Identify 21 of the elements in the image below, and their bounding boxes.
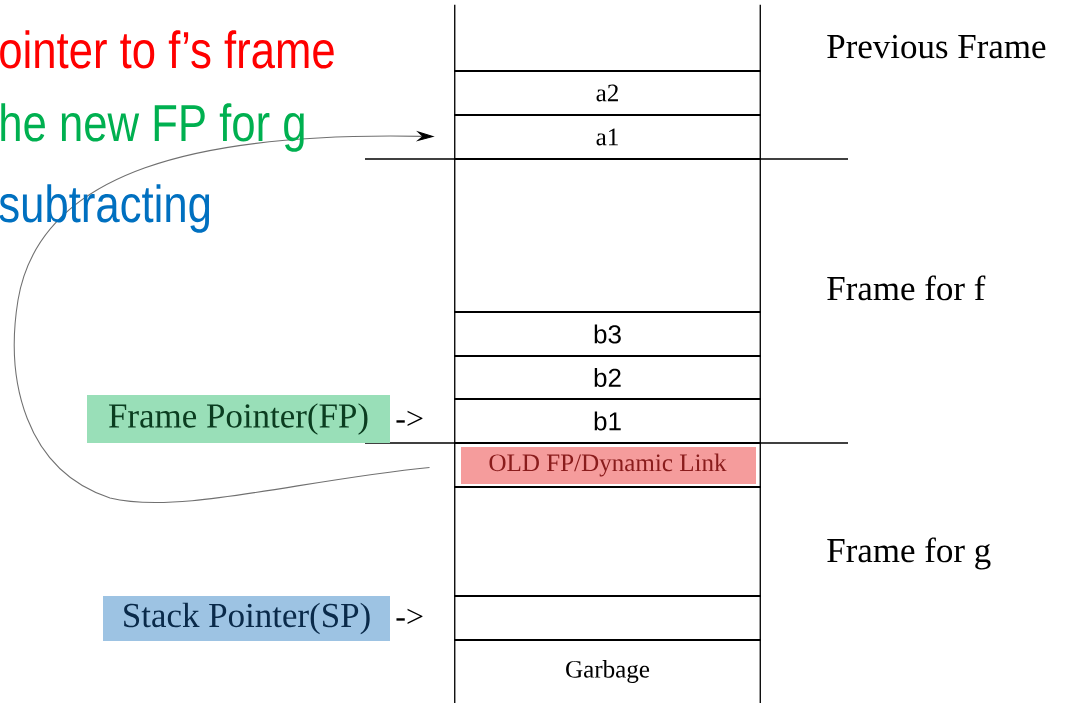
arrow-text: -> — [396, 410, 423, 427]
stack-cell: b1 — [454, 398, 761, 444]
frame-label: Frame for f — [827, 275, 986, 301]
stack-cell: a1 — [454, 114, 761, 160]
empty-stack-cell — [454, 4, 761, 72]
stack-cell: a2 — [454, 70, 761, 116]
pointer-label: Stack Pointer(SP) — [103, 596, 390, 641]
note-text: ointer to f’s frame — [0, 30, 334, 69]
arrow-text: -> — [396, 608, 423, 625]
note-text: subtracting — [0, 184, 210, 233]
stack-cell: b3 — [454, 311, 761, 357]
frame-label: Previous Frame — [827, 34, 1046, 59]
pointer-label: Frame Pointer(FP) — [87, 395, 390, 443]
stack-cell: b2 — [454, 355, 761, 400]
empty-stack-cell — [454, 158, 761, 313]
note-text: he new FP for g — [1, 103, 304, 152]
empty-stack-cell — [454, 486, 761, 597]
empty-stack-cell — [454, 595, 761, 641]
frame-label: Frame for g — [827, 537, 991, 570]
stack-cell: OLD FP/Dynamic Link — [454, 442, 761, 488]
stack-cell: Garbage — [454, 639, 761, 703]
